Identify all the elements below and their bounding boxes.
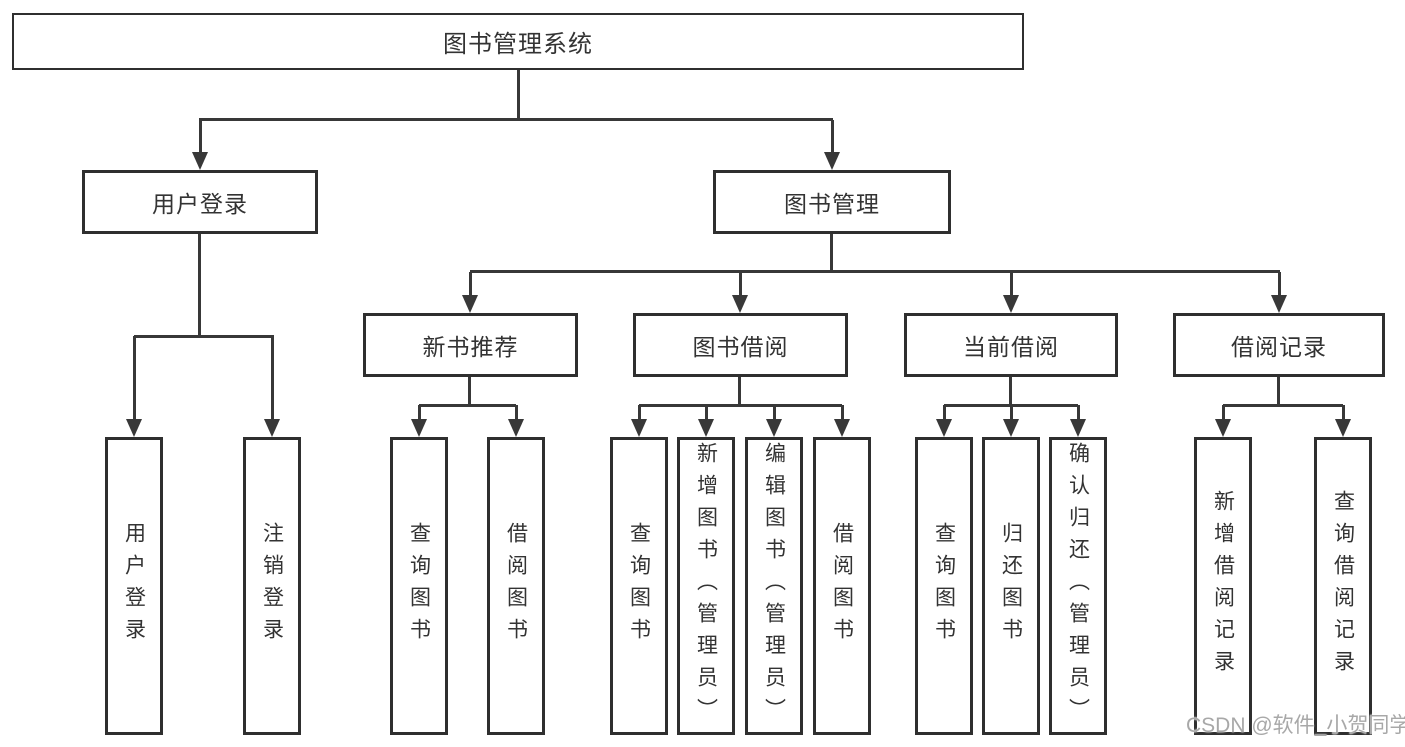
connector-line [1277, 377, 1280, 405]
leaf-confirm-return-admin: 确认归还（管理员） [1049, 437, 1107, 735]
leaf-label: 新增借阅记录 [1211, 490, 1235, 682]
leaf-label: 查询借阅记录 [1331, 490, 1355, 682]
node-label: 当前借阅 [963, 334, 1059, 360]
leaf-query-books-recommend: 查询图书 [390, 437, 448, 735]
leaf-query-borrow-record: 查询借阅记录 [1314, 437, 1372, 735]
leaf-logout: 注销登录 [243, 437, 301, 735]
csdn-watermark: CSDN @软件_小贺同学 [1186, 714, 1405, 737]
leaf-query-books-current: 查询图书 [915, 437, 973, 735]
node-label: 图书借阅 [692, 334, 789, 360]
leaf-label: 归还图书 [999, 522, 1023, 650]
leaf-add-books-admin: 新增图书（管理员） [677, 437, 735, 735]
connector-arrow-down [1003, 405, 1019, 437]
leaf-label: 查询图书 [932, 522, 956, 650]
leaf-label: 注销登录 [260, 522, 284, 650]
leaf-user-login: 用户登录 [105, 437, 163, 735]
connector-line [1223, 404, 1343, 407]
connector-line [1009, 377, 1012, 405]
connector-arrow-down [766, 405, 782, 437]
connector-arrow-down [1003, 272, 1019, 313]
node-borrow-record: 借阅记录 [1173, 313, 1385, 377]
connector-line [830, 234, 833, 272]
node-label: 借阅记录 [1231, 334, 1327, 360]
leaf-label: 确认归还（管理员） [1066, 442, 1090, 730]
connector-arrow-down [1335, 405, 1351, 437]
connector-arrow-down [824, 120, 840, 170]
connector-line [468, 377, 471, 405]
node-label: 图书管理系统 [443, 31, 593, 58]
connector-line [738, 377, 741, 405]
connector-line [470, 270, 1280, 273]
connector-arrow-down [1070, 405, 1086, 437]
node-label: 图书管理 [784, 191, 880, 217]
leaf-label: 查询图书 [627, 522, 651, 650]
node-book-management: 图书管理 [713, 170, 951, 234]
node-root-library-system: 图书管理系统 [12, 13, 1024, 70]
connector-line [639, 404, 842, 407]
node-user-login: 用户登录 [82, 170, 318, 234]
connector-arrow-down [1215, 405, 1231, 437]
connector-arrow-down [936, 405, 952, 437]
node-book-borrow: 图书借阅 [633, 313, 848, 377]
connector-line [419, 404, 516, 407]
leaf-borrow-books: 借阅图书 [813, 437, 871, 735]
connector-arrow-down [732, 272, 748, 313]
node-new-book-recommend: 新书推荐 [363, 313, 578, 377]
connector-arrow-down [1271, 272, 1287, 313]
leaf-edit-books-admin: 编辑图书（管理员） [745, 437, 803, 735]
connector-arrow-down [411, 405, 427, 437]
connector-arrow-down [698, 405, 714, 437]
node-label: 新书推荐 [422, 334, 519, 360]
leaf-return-books: 归还图书 [982, 437, 1040, 735]
leaf-add-borrow-record: 新增借阅记录 [1194, 437, 1252, 735]
leaf-query-books-borrow: 查询图书 [610, 437, 668, 735]
leaf-label: 编辑图书（管理员） [762, 442, 786, 730]
connector-arrow-down [508, 405, 524, 437]
connector-arrow-down [264, 336, 280, 437]
connector-arrow-down [462, 272, 478, 313]
connector-line [199, 118, 833, 121]
leaf-label: 查询图书 [407, 522, 431, 650]
connector-line [134, 335, 274, 338]
leaf-label: 新增图书（管理员） [694, 442, 718, 730]
connector-arrow-down [834, 405, 850, 437]
leaf-label: 用户登录 [122, 522, 146, 650]
leaf-label: 借阅图书 [504, 522, 528, 650]
node-label: 用户登录 [152, 191, 248, 217]
node-current-borrow: 当前借阅 [904, 313, 1118, 377]
leaf-borrow-books-recommend: 借阅图书 [487, 437, 545, 735]
connector-arrow-down [192, 120, 208, 170]
connector-line [198, 234, 201, 336]
connector-line [517, 70, 520, 120]
connector-arrow-down [631, 405, 647, 437]
connector-arrow-down [126, 336, 142, 437]
leaf-label: 借阅图书 [830, 522, 854, 650]
